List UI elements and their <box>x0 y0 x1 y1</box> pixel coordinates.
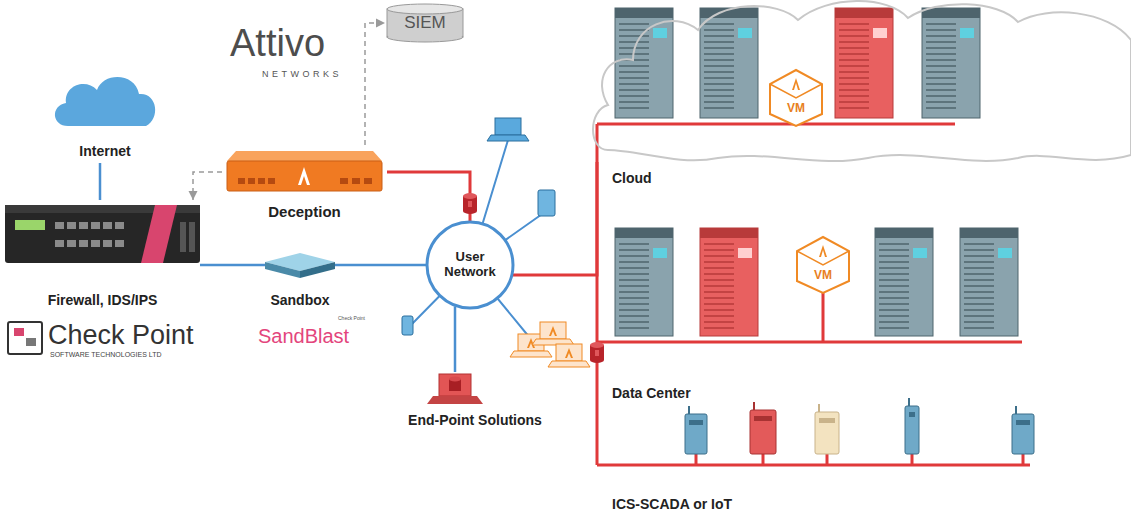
server <box>615 228 673 336</box>
siem-cylinder: SIEM <box>385 3 465 43</box>
vm-cube: VM <box>768 68 824 128</box>
server <box>615 8 673 118</box>
iot-device <box>750 402 776 465</box>
vendor-logo-sub-box: NETWORKS <box>262 69 342 79</box>
server <box>700 8 758 118</box>
endpoint-laptop: End-Point Solutions <box>395 372 555 434</box>
laptop-icon <box>487 118 529 141</box>
node-label: Cloud <box>588 170 1131 186</box>
connector <box>100 163 101 200</box>
connector <box>365 19 385 146</box>
node-label: End-Point Solutions <box>395 412 555 428</box>
node-label: VM <box>768 102 824 116</box>
vendor-logo: Check Point <box>48 320 194 351</box>
checkpoint-icon <box>8 322 42 354</box>
vendor-logo-sub: NETWORKS <box>262 69 342 79</box>
server <box>835 8 893 118</box>
connector <box>455 306 456 372</box>
arrow-head <box>189 191 198 200</box>
connector <box>189 172 223 200</box>
connector-line <box>365 23 385 145</box>
trap-icon <box>590 342 604 363</box>
vendor-logo-sub-box: Check Point <box>338 316 365 322</box>
firewall-device: Firewall, IDS/IPS <box>5 200 200 312</box>
sandbox-device: Sandbox <box>265 248 335 310</box>
vm-cube: VM <box>795 235 851 295</box>
zone-label: Data Center <box>612 385 691 401</box>
user-network-circle: User Network <box>425 220 515 310</box>
product-logo-box: SandBlast <box>258 325 349 348</box>
server <box>875 228 933 336</box>
connector-line <box>99 163 102 200</box>
connector-line <box>200 264 265 267</box>
iot-device <box>1012 406 1034 465</box>
device-links <box>410 140 545 338</box>
vendor-logo-box: Check Point <box>48 320 194 351</box>
vm-shape <box>795 235 851 295</box>
connector-line <box>335 264 426 267</box>
deception-appliance: Deception <box>222 145 387 225</box>
node-label: User Network <box>432 250 508 280</box>
connector-line <box>387 172 470 221</box>
connector-line <box>454 306 457 372</box>
connector-line <box>513 162 597 275</box>
node-label: Firewall, IDS/IPS <box>5 292 200 308</box>
connector-line <box>193 172 222 200</box>
iot-device <box>905 398 919 465</box>
vendor-logo-sub-box: SOFTWARE TECHNOLOGIES LTD <box>50 351 162 359</box>
trap-icon <box>463 193 477 214</box>
phone-icon <box>402 316 413 335</box>
node-label: Sandbox <box>265 292 335 308</box>
arrow-head <box>376 19 385 28</box>
network-bus <box>597 124 1030 465</box>
iot-device <box>815 404 839 465</box>
zone-label-box: ICS-SCADA or IoT <box>612 496 732 512</box>
connector <box>387 172 470 221</box>
server <box>922 8 980 118</box>
iot-device <box>685 406 707 465</box>
node-label: Deception <box>222 203 387 220</box>
zone-label-box: Data Center <box>612 385 691 401</box>
vm-shape <box>768 68 824 128</box>
server <box>700 228 758 336</box>
cloud-region: CloudVM <box>588 0 1131 162</box>
decoy-laptops <box>510 322 590 367</box>
server <box>960 228 1018 336</box>
vendor-logo-sub: SOFTWARE TECHNOLOGIES LTD <box>50 351 162 359</box>
zone-label: ICS-SCADA or IoT <box>612 496 732 512</box>
connector <box>335 265 426 266</box>
connector <box>200 265 265 266</box>
connector <box>513 162 597 275</box>
product-logo: SandBlast <box>258 325 349 348</box>
creg-shape <box>588 0 1131 162</box>
node-label: SIEM <box>385 13 465 33</box>
vendor-logo: Attivo <box>230 22 325 66</box>
internet-cloud: Internet <box>40 68 170 163</box>
vendor-logo-sub: Check Point <box>338 316 365 322</box>
node-label: Internet <box>40 143 170 159</box>
tablet-icon <box>538 190 555 216</box>
node-label: VM <box>795 269 851 283</box>
vendor-logo-box: Attivo <box>230 22 325 66</box>
